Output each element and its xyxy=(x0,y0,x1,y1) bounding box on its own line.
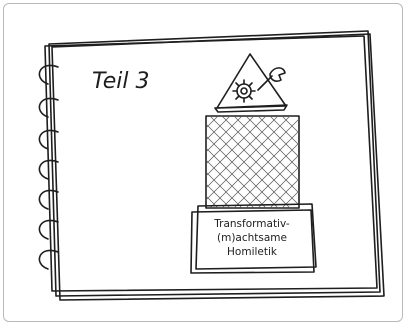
label-line-2: (m)achtsame xyxy=(217,232,287,244)
spiral-ring xyxy=(39,65,58,84)
box-crosshatch xyxy=(206,116,299,208)
spiral-ring xyxy=(39,98,58,117)
gear-icon xyxy=(233,80,255,102)
page-heading: Teil 3 xyxy=(92,69,149,94)
spiral-ring xyxy=(39,220,58,239)
label-line-3: Homiletik xyxy=(227,246,278,258)
label-line-1: Transformativ- xyxy=(213,218,290,230)
